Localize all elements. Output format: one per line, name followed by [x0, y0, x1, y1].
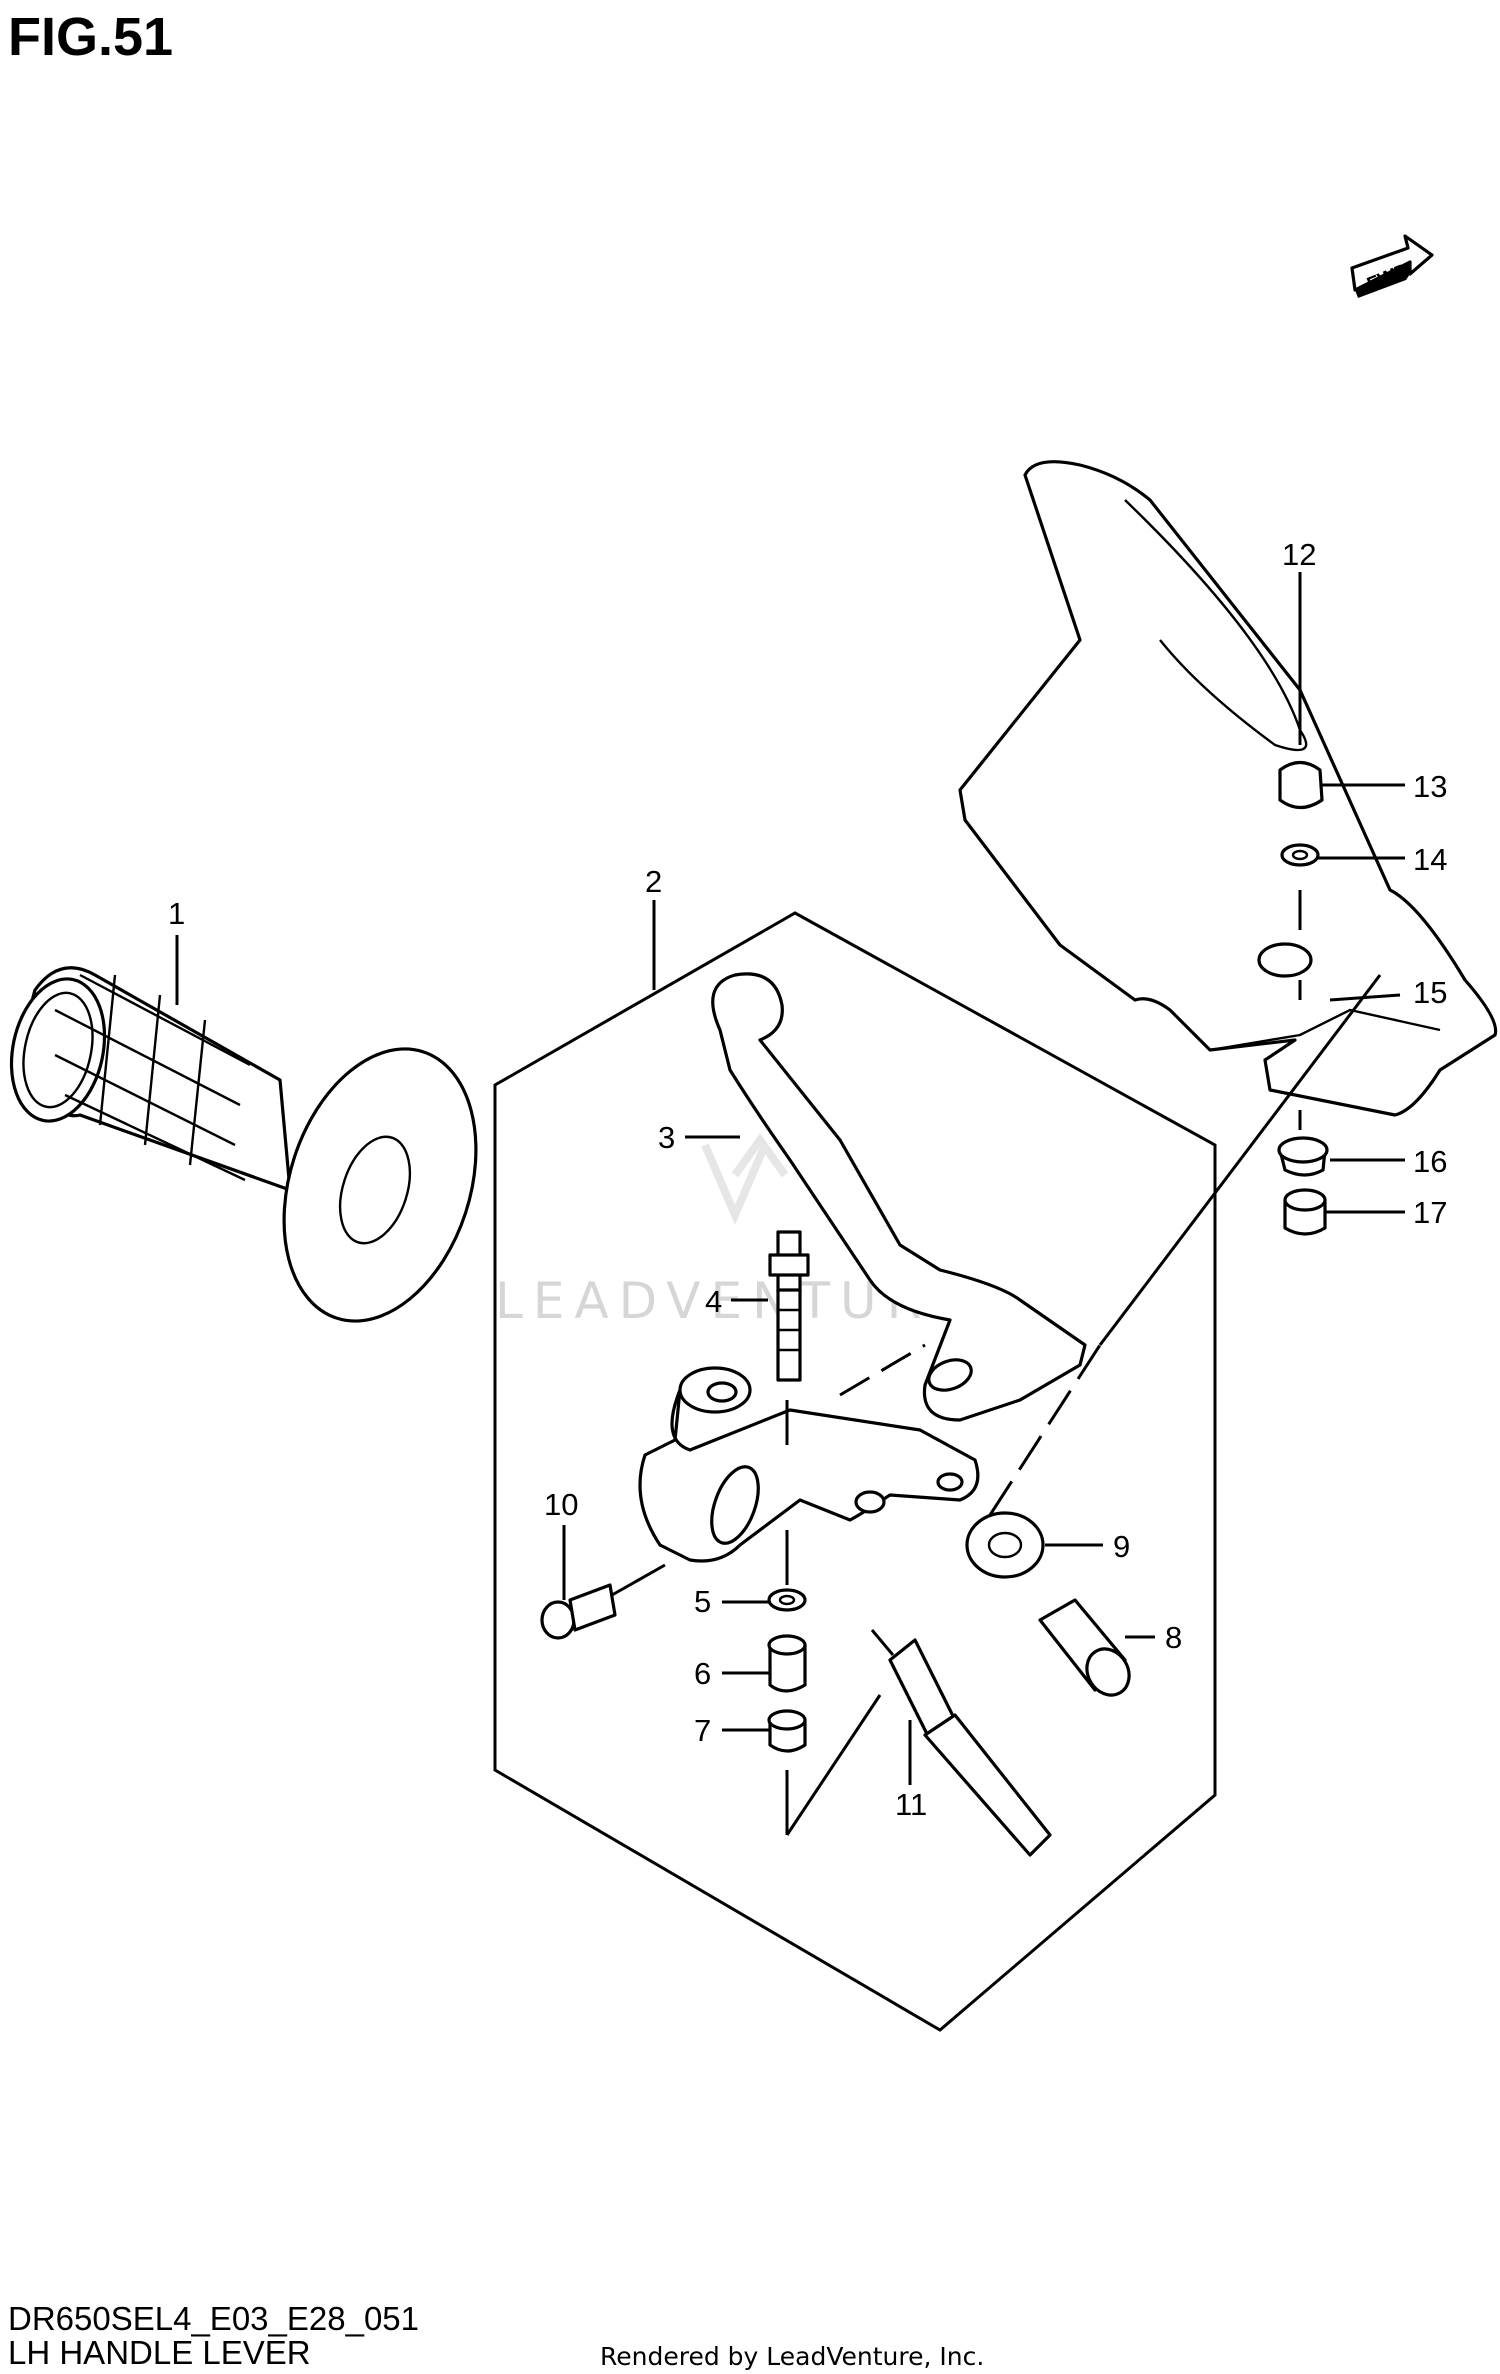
pivot-bolt-part	[768, 1230, 810, 1382]
callout-17: 17	[1413, 1195, 1447, 1230]
callout-15: 15	[1413, 975, 1447, 1010]
clutch-switch-part	[870, 1629, 1052, 1857]
callout-4: 4	[705, 1284, 722, 1319]
callout-9: 9	[1113, 1529, 1130, 1564]
callout-12: 12	[1282, 537, 1316, 572]
callout-leaders	[175, 572, 1405, 1785]
clutch-lever-part	[711, 972, 1087, 1422]
cap-nut-part	[1278, 760, 1324, 810]
figure-title: FIG.51	[8, 7, 174, 67]
holder-bolt-part	[540, 1583, 617, 1640]
adjuster-part	[1038, 1598, 1131, 1697]
callout-10: 10	[544, 1487, 578, 1522]
callout-14: 14	[1413, 842, 1447, 877]
callout-3: 3	[658, 1120, 675, 1155]
grip-part	[9, 966, 478, 1323]
collar-part	[1277, 1136, 1329, 1177]
callout-2: 2	[645, 864, 662, 899]
guide-lines	[611, 890, 1382, 1836]
callout-numbers: 1 2 3 4 5 6 7 8 9 10 11 12 13 14 15 16 1…	[168, 537, 1447, 1822]
callout-8: 8	[1165, 1620, 1182, 1655]
callout-13: 13	[1413, 769, 1447, 804]
nut-part	[767, 1709, 807, 1753]
watermark-logo	[701, 1133, 789, 1226]
washer-14-part	[1280, 843, 1320, 867]
adjuster-nut-part	[965, 1511, 1045, 1579]
washer-part	[767, 1588, 807, 1612]
callout-16: 16	[1413, 1144, 1447, 1179]
render-credit: Rendered by LeadVenture, Inc.	[600, 2342, 985, 2371]
lever-holder-part	[638, 1366, 980, 1563]
spacer-part	[767, 1634, 807, 1693]
callout-7: 7	[694, 1713, 711, 1748]
callout-11: 11	[895, 1787, 927, 1822]
handguard-part	[958, 460, 1498, 1117]
callout-5: 5	[694, 1584, 711, 1619]
diagram-code: DR650SEL4_E03_E28_051	[8, 2300, 420, 2337]
forward-arrow-icon: FWD	[1350, 234, 1434, 298]
assembly-outline	[493, 911, 1217, 2032]
diagram-caption: LH HANDLE LEVER	[8, 2334, 311, 2371]
callout-6: 6	[694, 1656, 711, 1691]
callout-1: 1	[168, 896, 185, 931]
nut-17-part	[1283, 1188, 1327, 1236]
